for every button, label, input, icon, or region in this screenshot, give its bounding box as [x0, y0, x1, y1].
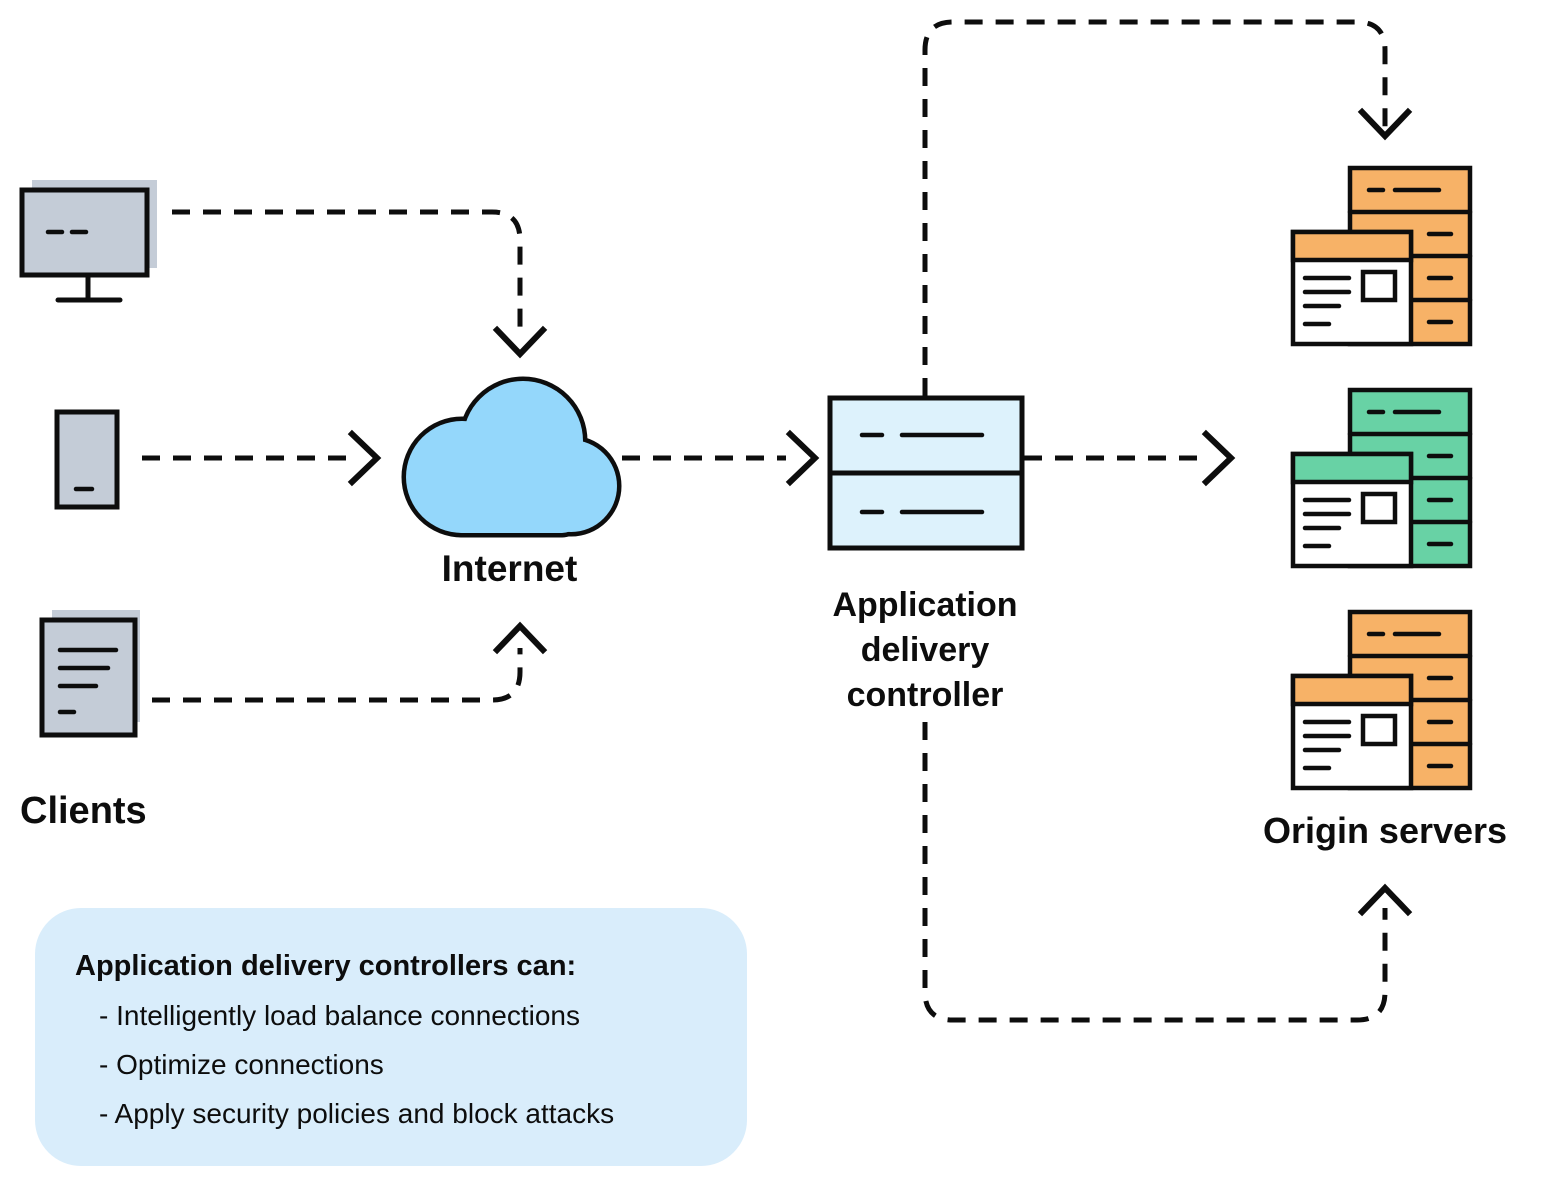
browser-window-icon: [1290, 451, 1414, 569]
origin-server-stack-orange-icon: [1290, 609, 1473, 791]
tablet-icon: [54, 409, 120, 510]
arrow-internet-to-adc: [622, 429, 820, 487]
origin-server-stack-green-icon: [1290, 387, 1473, 569]
internet-cloud-icon: [401, 376, 622, 538]
adc-info-box: Application delivery controllers can: - …: [35, 908, 747, 1166]
info-box-item: - Optimize connections: [99, 1049, 384, 1080]
document-icon: [39, 610, 140, 738]
origin-server-stack-orange-icon: [1290, 165, 1473, 347]
arrow-tablet-to-internet: [142, 429, 382, 487]
arrow-adc-to-top-server: [922, 19, 1413, 396]
browser-window-icon: [1290, 229, 1414, 347]
arrow-adc-to-bottom-server: [922, 722, 1413, 1023]
desktop-computer-icon: [19, 180, 157, 303]
adc-label: Application delivery controller: [832, 586, 1018, 714]
arrow-adc-to-middle-server: [1024, 429, 1236, 487]
browser-window-icon: [1290, 673, 1414, 791]
info-box-item: - Apply security policies and block atta…: [99, 1098, 615, 1129]
arrow-desktop-to-internet: [172, 209, 548, 359]
origin-servers-label: Origin servers: [1262, 810, 1508, 851]
application-delivery-controller-icon: [827, 395, 1025, 551]
info-box-item: - Intelligently load balance connections: [99, 1000, 580, 1031]
internet-label: Internet: [441, 548, 578, 589]
clients-label: Clients: [20, 790, 147, 832]
info-box-title: Application delivery controllers can:: [75, 950, 577, 982]
arrow-document-to-internet: [152, 621, 548, 703]
